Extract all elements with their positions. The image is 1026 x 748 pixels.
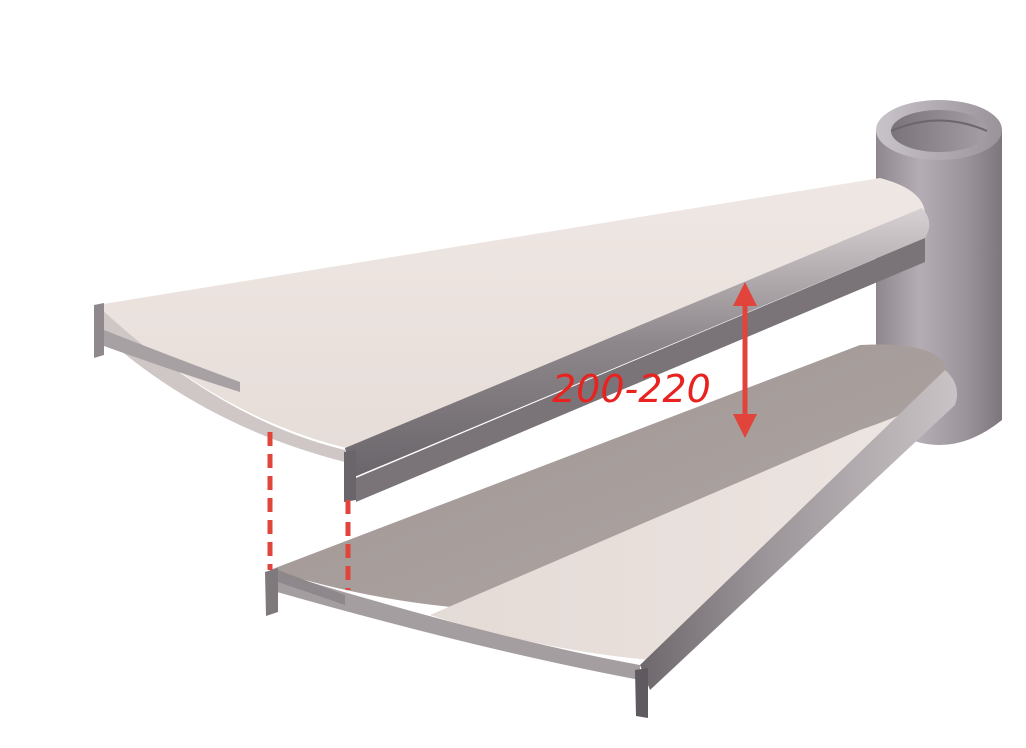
- projection-guides: [267, 432, 351, 590]
- dimension-label: 200-220: [552, 367, 711, 411]
- lower-tread: [265, 344, 958, 718]
- arrow-head-down: [733, 414, 757, 438]
- upper-tread: [94, 178, 930, 502]
- rise-dimension: 200-220: [552, 282, 757, 438]
- arrow-head-up: [733, 282, 757, 306]
